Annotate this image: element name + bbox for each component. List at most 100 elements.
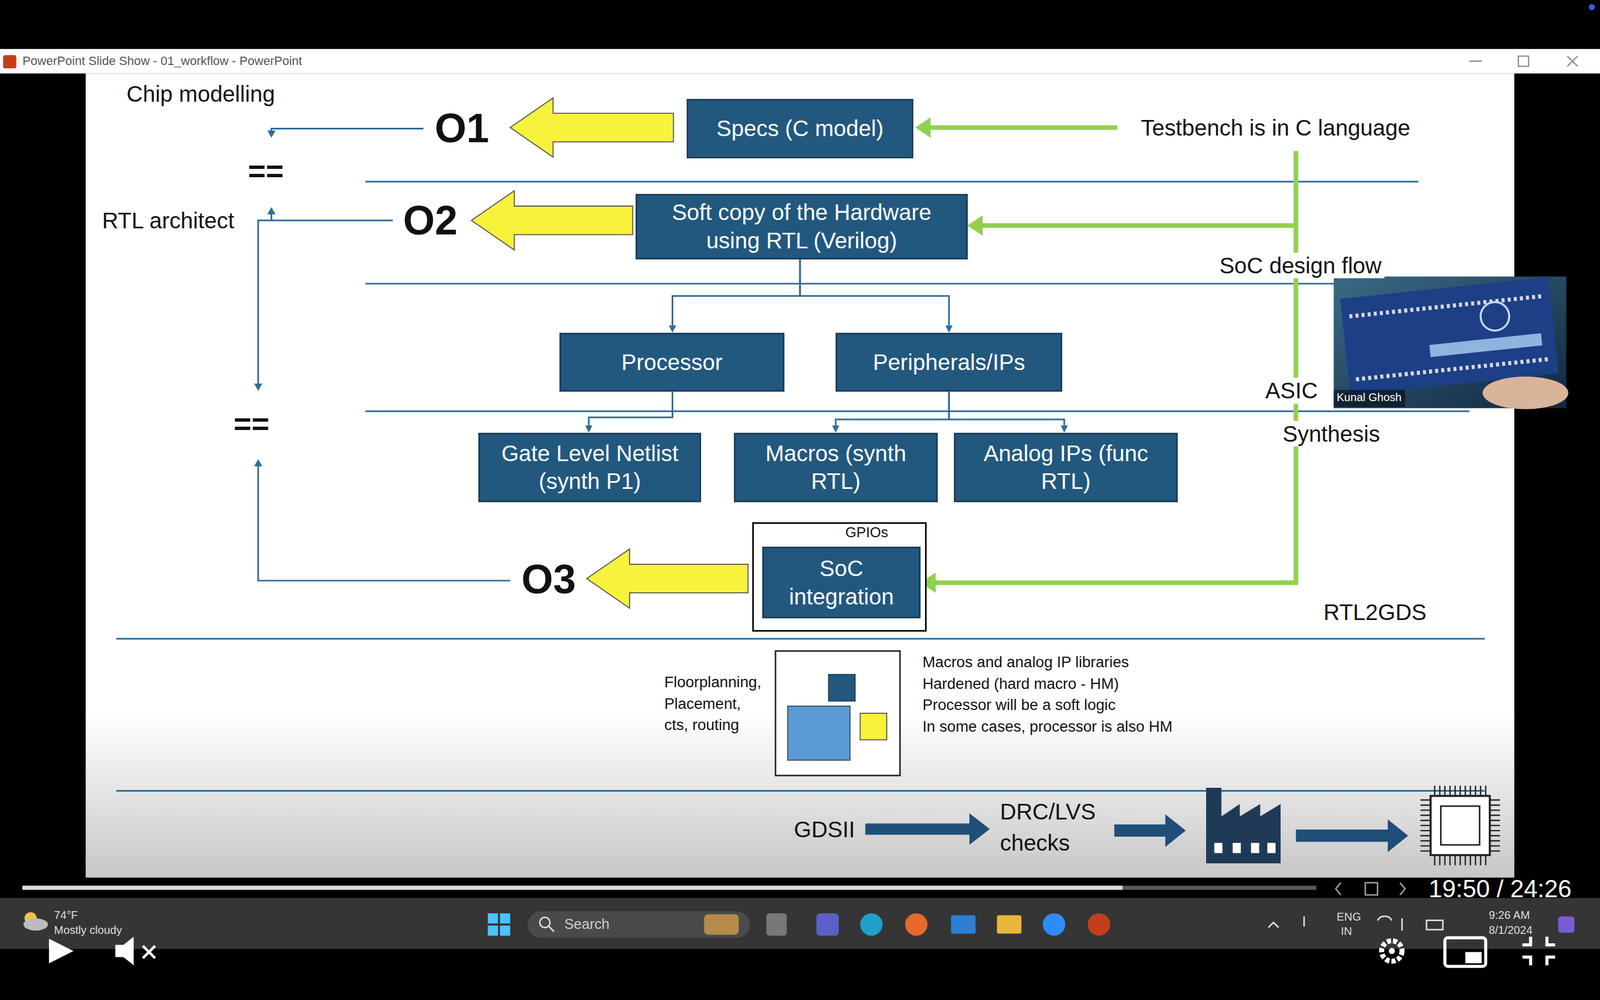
equality-mark: ==: [233, 406, 270, 442]
output-tag: O2: [403, 196, 458, 244]
note-text: Hardened (hard macro - HM): [922, 675, 1119, 693]
taskbar-text: 8/1/2024: [1488, 923, 1533, 937]
app-icon: [3, 55, 17, 69]
flow-arrow: [1296, 819, 1409, 853]
app-icon: [860, 913, 883, 936]
connector-line: [835, 391, 949, 425]
output-arrow: [586, 548, 748, 609]
role-label: RTL architect: [102, 207, 235, 234]
flow-connector: [668, 259, 800, 333]
presenter-name: Kunal Ghosh: [1336, 391, 1402, 405]
factory-windows: [1214, 842, 1276, 853]
flow-connector: [800, 259, 953, 333]
integration-frame: GPIOsSoC integration: [752, 522, 927, 632]
app-icon: [951, 915, 976, 934]
stage-divider: [116, 181, 1485, 792]
pip-button: [1465, 952, 1482, 964]
name-strip: [1333, 390, 1406, 408]
connector-arrowhead: [668, 325, 677, 333]
settings-button: [1388, 947, 1395, 954]
process-box: Macros (synth RTL): [733, 432, 939, 503]
connector-arrowhead: [832, 425, 840, 433]
window-title: PowerPoint Slide Show - 01_workflow - Po…: [22, 54, 302, 69]
board-chip: [1480, 302, 1509, 331]
flow-arrow: [865, 813, 990, 845]
taskbar-text: 74°F: [53, 908, 78, 922]
app-icon: [996, 915, 1022, 934]
weather-icon: [23, 918, 48, 931]
process-box: Specs (C model): [686, 98, 914, 159]
chip-pins: [1420, 785, 1500, 865]
note-text: Testbench is in C language: [1140, 114, 1410, 140]
box-label: Gate Level Netlist (synth P1): [486, 439, 694, 496]
taskbar: [0, 897, 1600, 949]
taskbar-text: 9:26 AM: [1488, 908, 1530, 922]
note-text: Macros and analog IP libraries: [922, 653, 1129, 672]
time-readout: 19:50 / 24:26: [1428, 874, 1572, 903]
flow-arrow: [1114, 814, 1187, 848]
connector-arrowhead: [585, 425, 593, 433]
floorplan-block: [828, 674, 855, 702]
factory-icon: [1206, 787, 1281, 864]
mute-button: [142, 946, 155, 959]
taskbar-text: Search: [564, 916, 610, 933]
chip-die: [1440, 806, 1480, 845]
board-label: [1429, 333, 1543, 358]
output-arrow: [471, 190, 633, 250]
frame-heading: GPIOs: [845, 525, 889, 540]
floorplan-block: [860, 713, 887, 740]
output-arrow: [510, 97, 674, 158]
tray-icons: [1558, 916, 1575, 933]
fullscreen-button: [1522, 936, 1555, 965]
box-label: Peripherals/IPs: [872, 348, 1025, 377]
box-label: Specs (C model): [716, 114, 884, 143]
mute-button: [115, 936, 134, 965]
settings-button: [1381, 940, 1403, 962]
box-label: Soft copy of the Hardware using RTL (Ver…: [643, 198, 960, 255]
start-icon: [487, 913, 510, 936]
title-bar: [0, 48, 1600, 74]
app-icon: [816, 913, 839, 936]
note-text: Processor will be a soft logic: [922, 696, 1116, 714]
process-box: Analog IPs (func RTL): [953, 432, 1178, 503]
box-label: Analog IPs (func RTL): [961, 439, 1170, 496]
stage-label: DRC/LVS checks: [1000, 796, 1113, 859]
status-dot: [1588, 3, 1595, 10]
connector-line: [800, 259, 949, 326]
stage-label: ASIC: [1262, 377, 1321, 404]
role-label: Chip modelling: [126, 81, 275, 107]
app-icon: [766, 913, 787, 936]
search-box: [527, 911, 750, 938]
slide-nav: [1335, 882, 1405, 895]
output-tag: O1: [434, 105, 489, 152]
search-icon: [540, 917, 550, 928]
flow-connector: [585, 391, 673, 433]
flow-connector: [832, 391, 949, 433]
search-icon: [548, 926, 554, 932]
stage-label: SoC design flow: [1216, 252, 1385, 278]
stage-label: GDSII: [793, 816, 855, 843]
taskbar-text: Mostly cloudy: [53, 923, 122, 937]
connector-line: [948, 391, 1065, 425]
process-box: Soft copy of the Hardware using RTL (Ver…: [635, 193, 968, 260]
connector-arrowhead: [1060, 425, 1068, 433]
hand: [1482, 376, 1569, 410]
chip-icon: [1430, 796, 1490, 856]
process-box: SoC integration: [762, 546, 921, 619]
equality-mark: ==: [247, 153, 284, 189]
board-pins: [1349, 296, 1549, 380]
app-icon: [905, 913, 928, 936]
taskbar-text: IN: [1340, 925, 1352, 938]
box-label: Processor: [621, 348, 723, 377]
taskbar-text: ENG: [1336, 911, 1362, 924]
process-box: Peripherals/IPs: [835, 332, 1063, 393]
box-label: SoC integration: [770, 554, 913, 611]
app-icon: [1042, 913, 1065, 936]
play-button: [48, 938, 74, 964]
note-text: In some cases, processor is also HM: [922, 717, 1173, 736]
slide-ground: [85, 73, 1514, 878]
progress-track: [22, 885, 1317, 890]
pip-button: [1445, 937, 1486, 967]
process-box: Gate Level Netlist (synth P1): [478, 432, 702, 503]
